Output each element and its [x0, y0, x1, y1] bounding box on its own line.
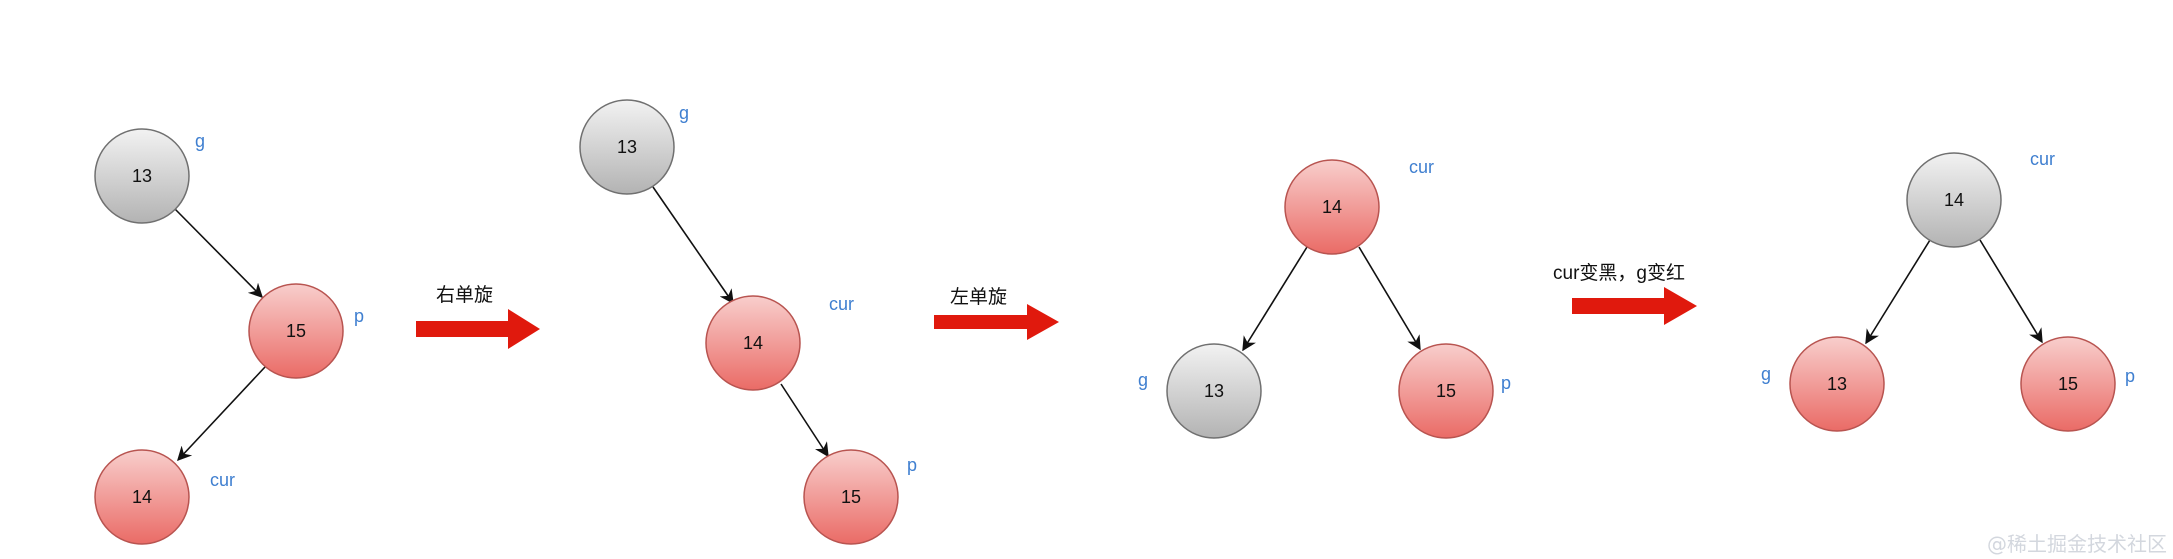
edge-14-to-15	[1979, 239, 2043, 344]
node-value: 15	[286, 321, 306, 341]
node-tag: p	[354, 306, 364, 326]
node-circle-red	[1284, 159, 1380, 255]
node-value: 15	[841, 487, 861, 507]
node-value: 13	[132, 166, 152, 186]
node-circle-black	[1166, 343, 1262, 439]
node-value: 15	[1436, 381, 1456, 401]
node-circle-red	[1789, 336, 1885, 432]
tree-node: 13 g	[94, 128, 205, 224]
node-tag: cur	[210, 470, 235, 490]
step-3: cur变黑，g变红	[1553, 262, 1697, 325]
tree-node: 15 p	[803, 449, 917, 545]
tree-1: 13 g 15 p 14 cur	[94, 128, 364, 545]
step-label: 左单旋	[950, 286, 1007, 308]
node-tag: g	[195, 131, 205, 151]
node-tag: p	[2125, 366, 2135, 386]
step-label: cur变黑，g变红	[1553, 262, 1685, 284]
node-circle-red	[248, 283, 344, 379]
tree-node: 13 g	[579, 99, 689, 195]
tree-4: 14 cur 13 g 15 p	[1761, 149, 2135, 432]
edge-14-to-15	[1358, 246, 1421, 351]
step-arrow-icon	[1572, 287, 1697, 325]
tree-node: 15 p	[1398, 343, 1511, 439]
tree-node: 15 p	[248, 283, 364, 379]
tree-2: 13 g 14 cur 15 p	[579, 99, 917, 545]
node-tag: p	[1501, 373, 1511, 393]
step-arrow-icon	[416, 309, 540, 349]
node-value: 14	[743, 333, 763, 353]
node-tag: p	[907, 455, 917, 475]
tree-node: 14 cur	[94, 449, 235, 545]
tree-node: 14 cur	[705, 294, 854, 391]
tree-node: 14 cur	[1906, 149, 2055, 248]
tree-node: 14 cur	[1284, 157, 1434, 255]
edge-14-to-13	[1865, 239, 1931, 345]
node-circle-red	[2020, 336, 2116, 432]
node-value: 14	[132, 487, 152, 507]
node-tag: g	[679, 103, 689, 123]
node-tag: cur	[2030, 149, 2055, 169]
node-circle-black	[579, 99, 675, 195]
edge-13-to-14	[652, 186, 734, 305]
tree-node: 13 g	[1138, 343, 1262, 439]
edge-15-to-14	[177, 366, 266, 462]
node-circle-black	[94, 128, 190, 224]
node-tag: g	[1761, 364, 1771, 384]
node-circle-red	[1398, 343, 1494, 439]
edge-13-to-15	[173, 207, 264, 299]
node-value: 13	[1204, 381, 1224, 401]
tree-node: 13 g	[1761, 336, 1885, 432]
watermark-text: @稀土掘金技术社区	[1987, 532, 2167, 556]
node-value: 14	[1322, 197, 1342, 217]
node-tag: cur	[829, 294, 854, 314]
step-label: 右单旋	[436, 284, 493, 306]
node-circle-red	[705, 295, 801, 391]
step-2: 左单旋	[934, 286, 1059, 340]
node-tag: g	[1138, 370, 1148, 390]
node-value: 14	[1944, 190, 1964, 210]
tree-3: 14 cur 13 g 15 p	[1138, 157, 1511, 439]
node-circle-black	[1906, 152, 2002, 248]
step-arrow-icon	[934, 304, 1059, 340]
edge-14-to-15	[780, 383, 829, 458]
node-value: 15	[2058, 374, 2078, 394]
node-circle-red	[803, 449, 899, 545]
node-value: 13	[1827, 374, 1847, 394]
tree-node: 15 p	[2020, 336, 2135, 432]
step-1: 右单旋	[416, 284, 540, 349]
node-circle-red	[94, 449, 190, 545]
node-value: 13	[617, 137, 637, 157]
edge-14-to-13	[1242, 246, 1308, 352]
node-tag: cur	[1409, 157, 1434, 177]
